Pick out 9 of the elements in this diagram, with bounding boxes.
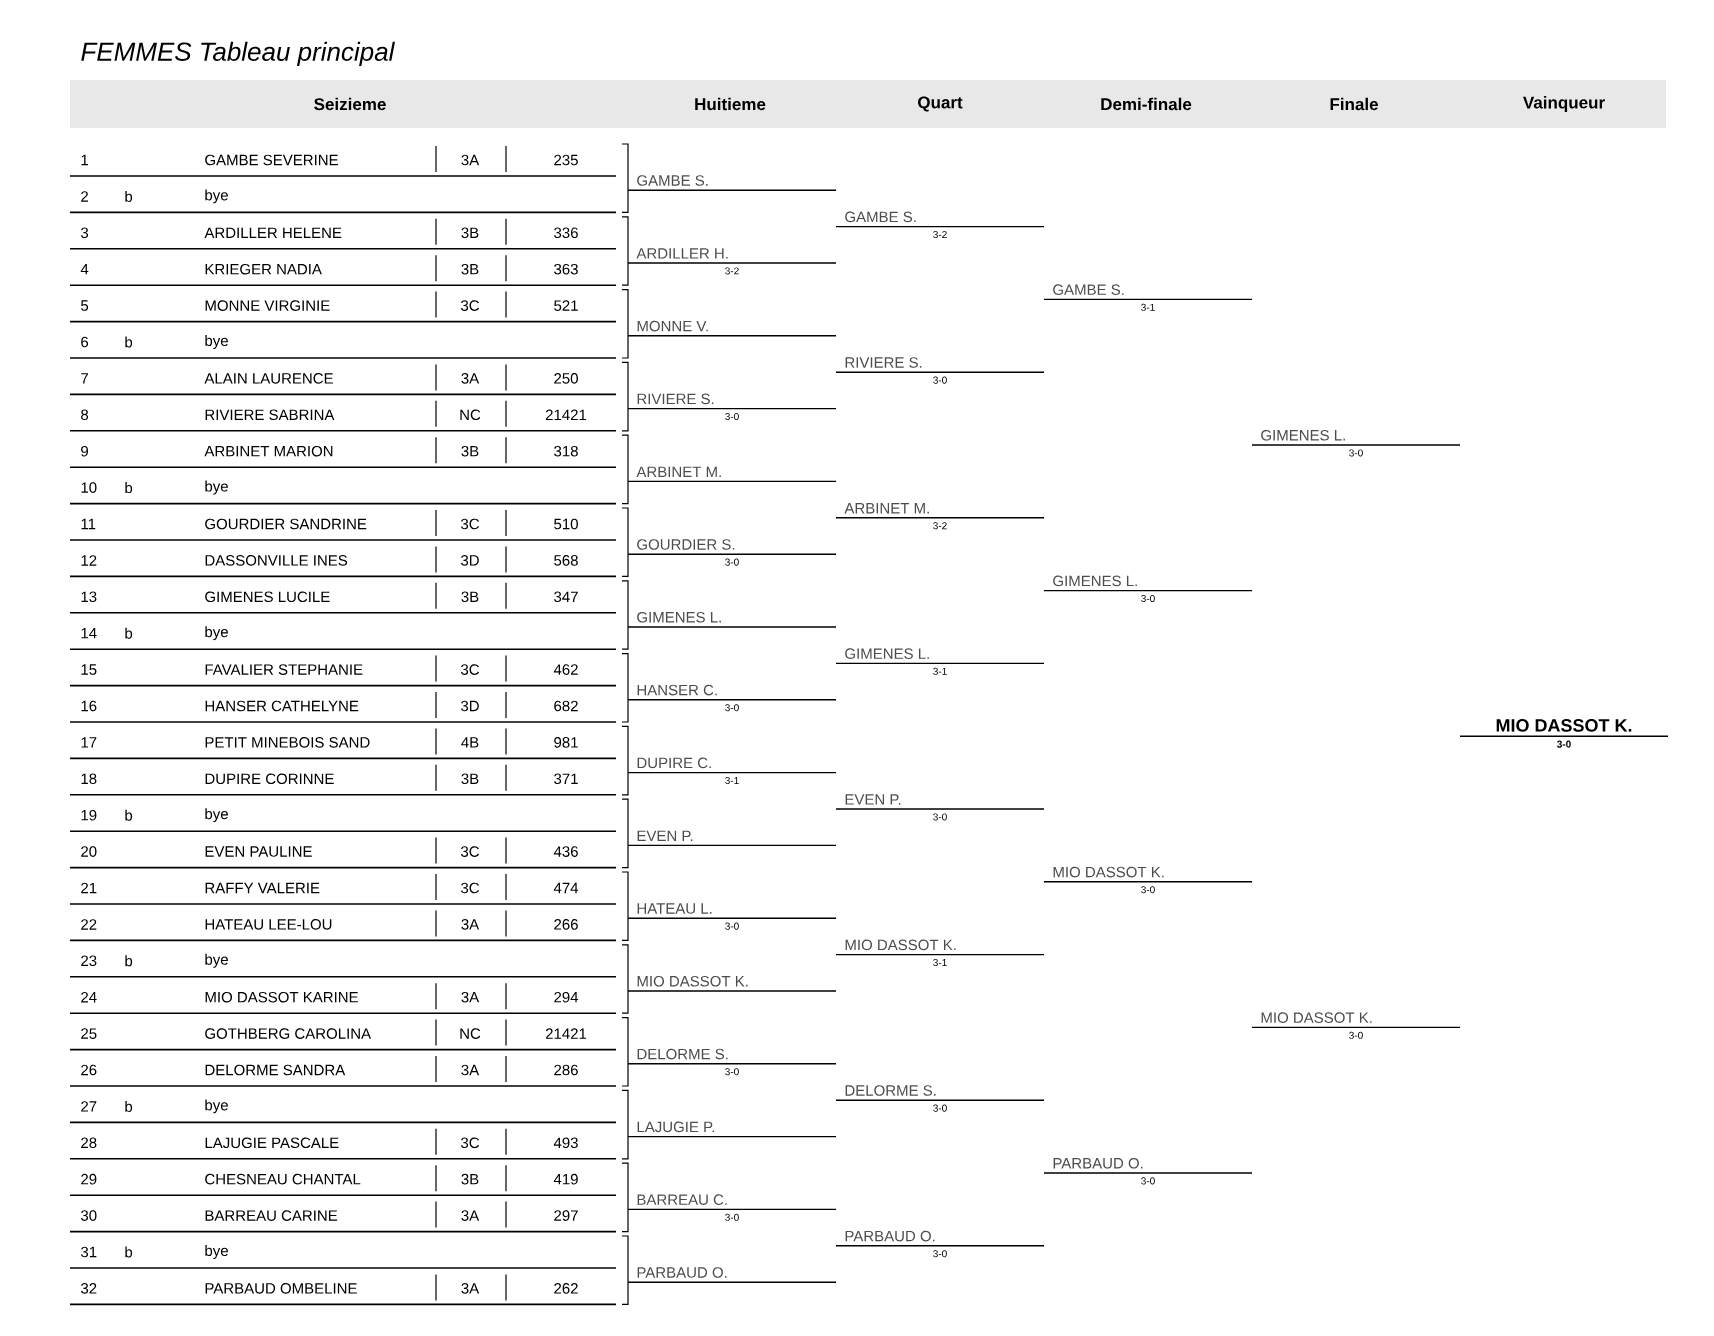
header-band: Seizieme Huitieme Quart Demi-finale Finale Vainqueur <box>70 80 1666 128</box>
label: Demi-finale <box>1101 97 1192 111</box>
label: Vainqueur <box>1523 96 1605 112</box>
page-title: FEMMES Tableau principal <box>81 41 395 67</box>
label: Finale <box>1330 97 1378 111</box>
label: Quart <box>918 96 963 112</box>
label: Seizieme <box>314 97 386 111</box>
winner-name: MIO DASSOT K. <box>1496 719 1632 732</box>
label: Huitieme <box>695 97 766 111</box>
